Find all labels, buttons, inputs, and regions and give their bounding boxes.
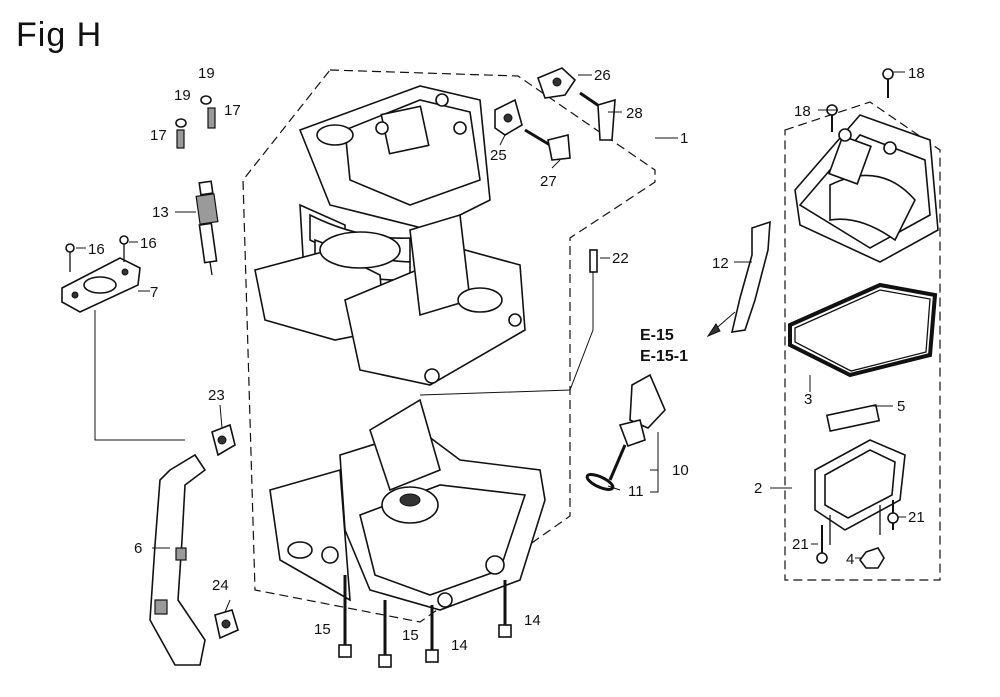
o-ring-11 [585, 473, 615, 491]
callout-11: 11 [628, 483, 644, 500]
callout-1: 1 [680, 130, 688, 147]
reference-e15: E-15 [640, 327, 674, 344]
callout-28: 28 [626, 105, 643, 122]
pin-17a [176, 129, 185, 149]
callout-26: 26 [594, 67, 611, 84]
callout-7: 7 [150, 284, 158, 301]
callout-5: 5 [897, 398, 905, 415]
callout-14a: 14 [451, 637, 468, 654]
clamp-24 [214, 609, 239, 640]
arrow-head-e15 [706, 323, 721, 338]
bolt-16b [119, 235, 129, 262]
callout-2: 2 [754, 480, 762, 497]
breather-tube [730, 220, 771, 333]
callout-18a: 18 [794, 103, 811, 120]
head-cover-assembly-outline [784, 101, 941, 581]
pivot-27 [524, 128, 571, 161]
callout-22: 22 [612, 250, 629, 267]
bolt-14a [425, 605, 439, 663]
callout-15a: 15 [314, 621, 331, 638]
hose-clamp-marker [154, 599, 168, 615]
bolt-21a [816, 525, 828, 564]
bolt-15b [378, 600, 392, 668]
callout-21a: 21 [792, 536, 809, 553]
callout-21b: 21 [908, 509, 925, 526]
rocker-26 [536, 67, 577, 99]
bolt-18b [882, 68, 894, 98]
nut-4 [859, 547, 885, 569]
push-rod-28 [579, 91, 616, 141]
callout-14b: 14 [524, 612, 541, 629]
callout-23: 23 [208, 387, 225, 404]
callout-19b: 19 [198, 65, 215, 82]
bolt-18a [826, 104, 838, 132]
oil-dipstick [608, 373, 666, 493]
callout-15b: 15 [402, 627, 419, 644]
callout-6: 6 [134, 540, 142, 557]
callout-18b: 18 [908, 65, 925, 82]
callout-19a: 19 [174, 87, 191, 104]
breather-block [825, 404, 881, 432]
dowel-pin-22 [419, 249, 598, 396]
callout-25: 25 [490, 147, 507, 164]
breather-plate [61, 257, 141, 313]
engine-assembly-outline [242, 69, 656, 623]
callout-10: 10 [672, 462, 689, 479]
callout-3: 3 [804, 391, 812, 408]
pin-17b [207, 107, 216, 129]
spark-plug [195, 180, 219, 276]
callout-16a: 16 [88, 241, 105, 258]
bolt-21b [887, 500, 899, 530]
callout-27: 27 [540, 173, 557, 190]
cylinder-head-cover [794, 114, 939, 263]
rocker-arm-25 [494, 98, 523, 136]
bolt-16a [65, 243, 75, 272]
callout-12: 12 [712, 255, 729, 272]
callout-17b: 17 [224, 102, 241, 119]
callout-16b: 16 [140, 235, 157, 252]
clamp-23 [211, 423, 236, 457]
leader-7-bracket [94, 310, 185, 441]
callout-leaders [76, 71, 906, 613]
cylinder-block [254, 85, 526, 386]
callout-24: 24 [212, 577, 229, 594]
bolt-14b [498, 580, 512, 638]
hose-band-marker [175, 547, 187, 561]
head-cover-gasket [788, 282, 938, 378]
bolt-15a [338, 575, 352, 658]
breather-cover [814, 439, 906, 545]
figure-title: Fig H [16, 16, 103, 54]
washer-19a [175, 118, 187, 128]
crankcase [269, 398, 546, 611]
washer-19b [200, 95, 212, 105]
callout-17a: 17 [150, 127, 167, 144]
callout-13: 13 [152, 204, 169, 221]
callout-4: 4 [846, 551, 854, 568]
reference-e15-1: E-15-1 [640, 348, 688, 365]
